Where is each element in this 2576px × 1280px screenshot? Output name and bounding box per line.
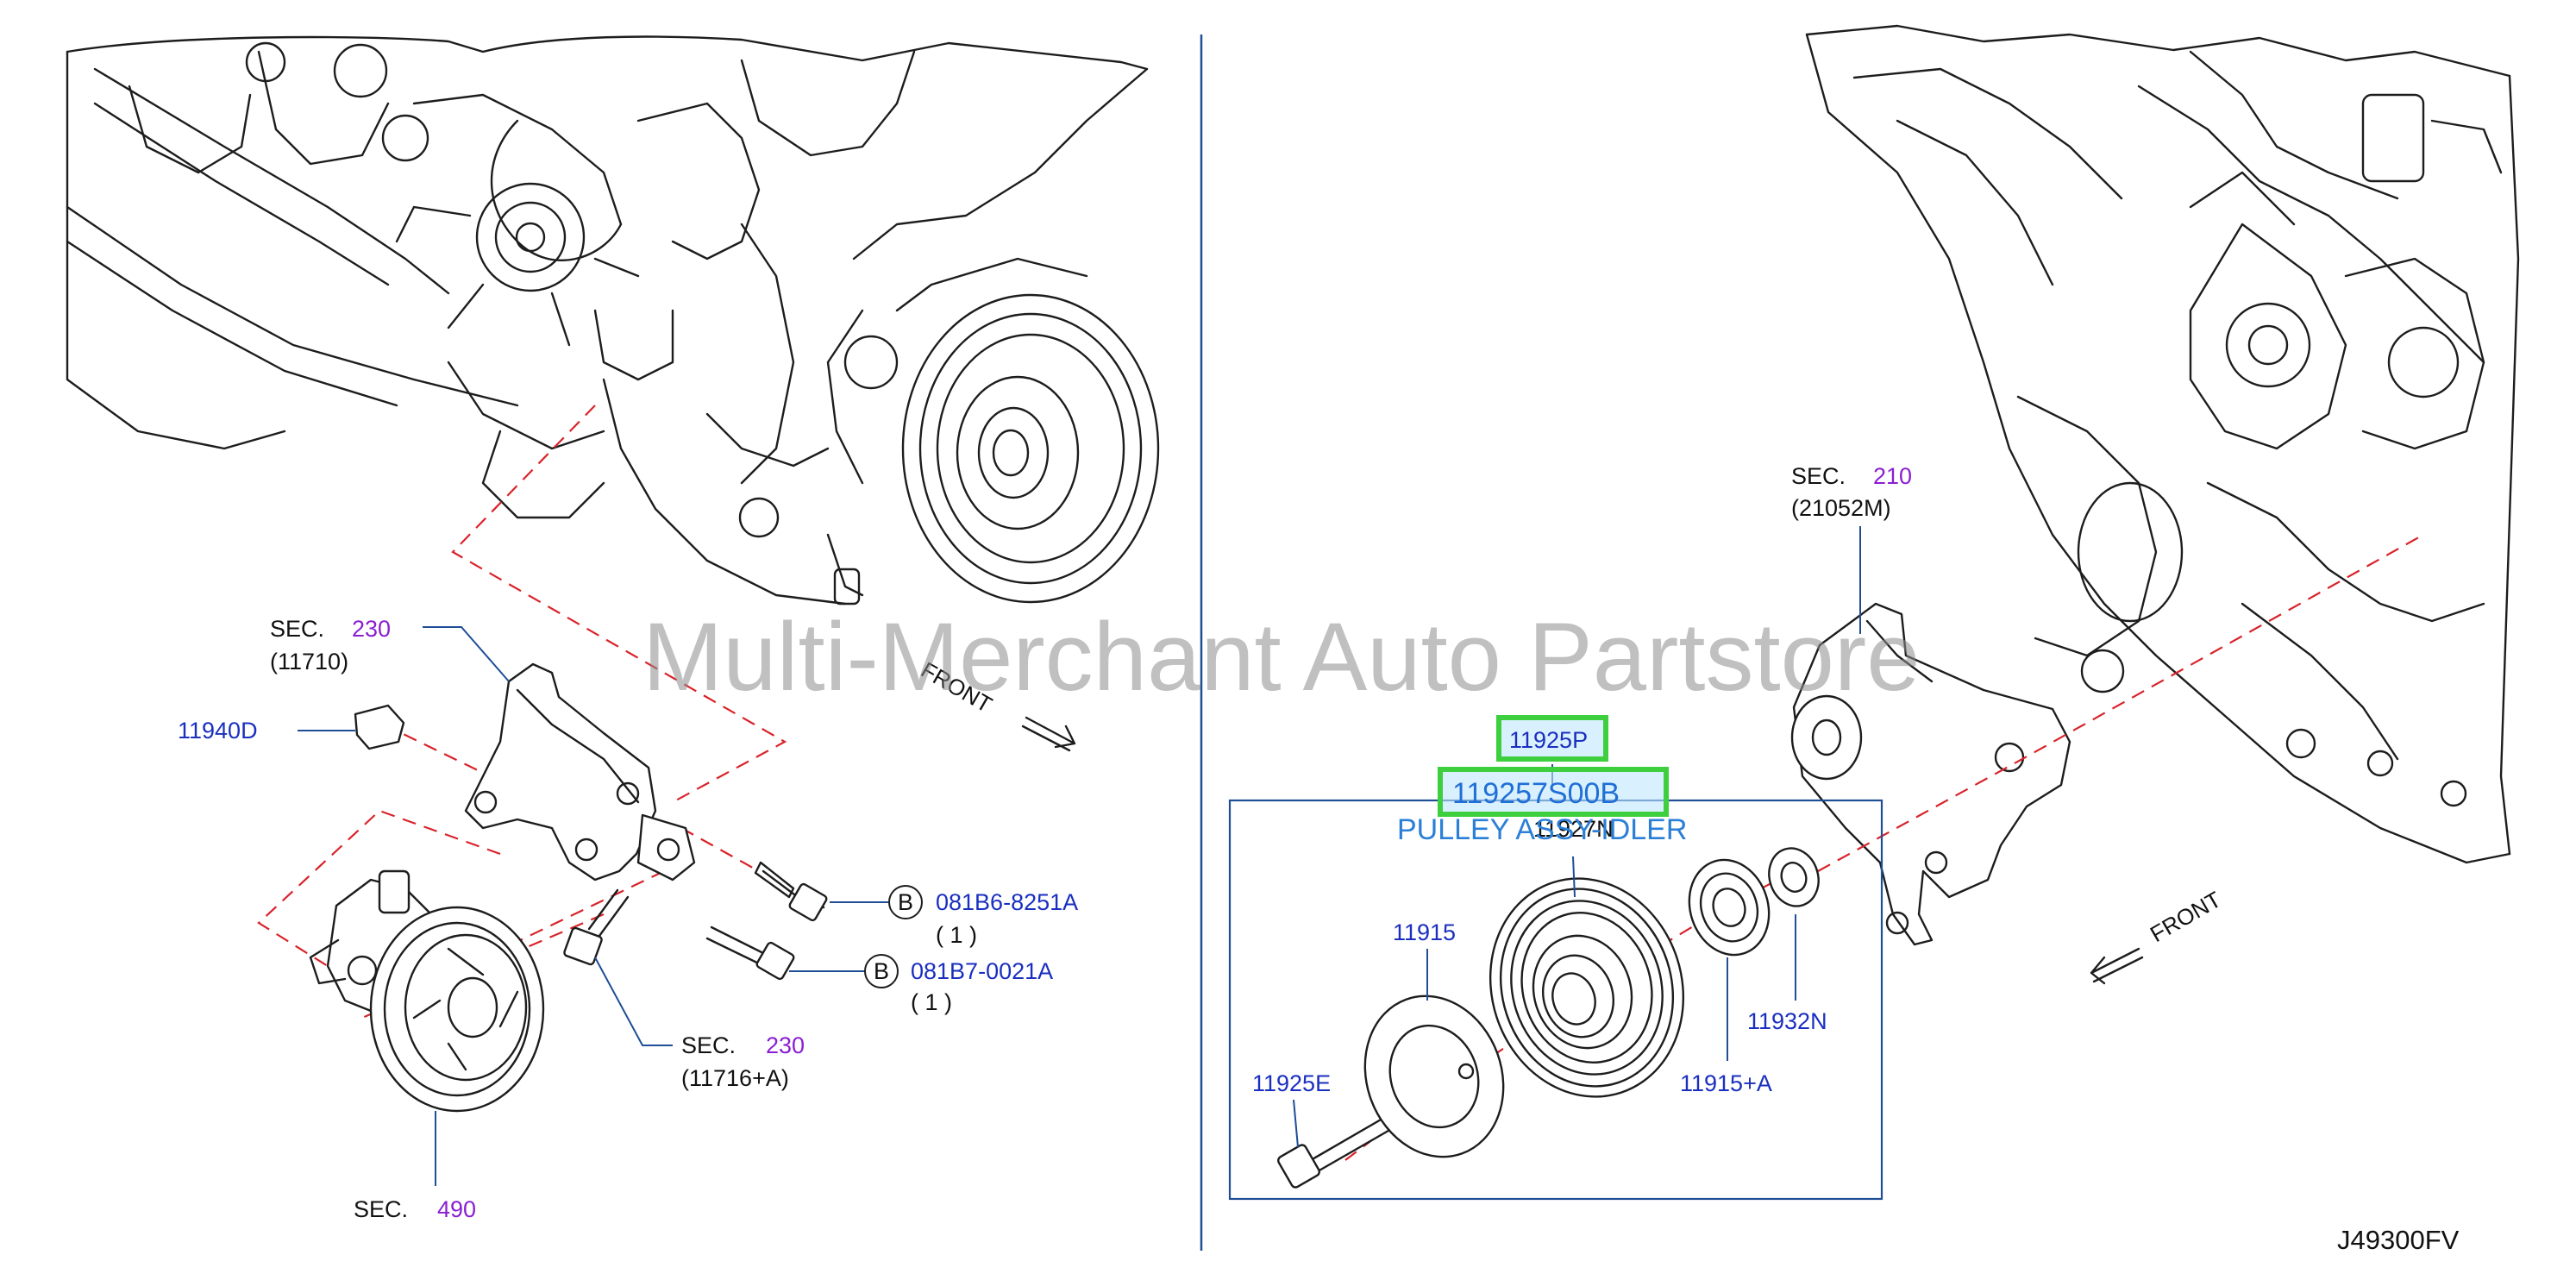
svg-text:SEC.: SEC.	[270, 616, 324, 642]
svg-text:SEC.: SEC.	[1791, 463, 1846, 489]
label-11932N: 11932N	[1747, 1008, 1827, 1034]
svg-text:490: 490	[437, 1196, 476, 1222]
right-dashed-guide	[1817, 534, 2424, 872]
label-sec230-bottom: SEC. 230 (11716+A)	[681, 1032, 805, 1091]
label-sec210: SEC. 210 (21052M)	[1791, 463, 1912, 521]
label-sec490: SEC. 490	[354, 1196, 476, 1222]
svg-text:B: B	[874, 958, 889, 984]
svg-text:SEC.: SEC.	[681, 1032, 736, 1058]
svg-text:(21052M): (21052M)	[1791, 495, 1891, 521]
svg-text:230: 230	[352, 616, 391, 642]
label-11925E: 11925E	[1252, 1070, 1331, 1096]
power-steering-pump	[309, 869, 545, 1113]
svg-text:FRONT: FRONT	[2146, 886, 2226, 947]
svg-text:11925P: 11925P	[1509, 727, 1588, 753]
svg-text:( 1 ): ( 1 )	[911, 989, 952, 1015]
bolt-081B6	[754, 861, 828, 922]
right-engine-drawing	[1805, 24, 2520, 864]
diagram-code: J49300FV	[2337, 1225, 2460, 1255]
bolt-sec230	[563, 888, 630, 966]
svg-text:B: B	[898, 889, 913, 915]
svg-text:081B7-0021A: 081B7-0021A	[911, 958, 1053, 984]
front-arrow-right: FRONT	[2090, 886, 2226, 985]
label-11927N: 11927N	[1533, 816, 1614, 842]
label-11915A: 11915+A	[1680, 1070, 1772, 1096]
label-bolt-081B6: B 081B6-8251A ( 1 )	[888, 885, 1078, 948]
idler-pulley-parts	[1277, 847, 1820, 1189]
label-sec230-top: SEC. 230 (11710)	[270, 616, 391, 675]
label-11915: 11915	[1393, 919, 1456, 945]
pump-bracket	[464, 662, 696, 882]
watermark: Multi-Merchant Auto Partstore	[642, 603, 1920, 711]
svg-text:(11716+A): (11716+A)	[681, 1065, 789, 1091]
clip-11940D	[354, 704, 405, 750]
highlight-119257S00B: 119257S00B	[1438, 767, 1669, 817]
svg-text:( 1 ): ( 1 )	[936, 922, 977, 948]
highlight-11925P: 11925P	[1496, 715, 1608, 762]
svg-text:SEC.: SEC.	[354, 1196, 408, 1222]
svg-text:230: 230	[766, 1032, 805, 1058]
label-bolt-081B7: B 081B7-0021A ( 1 )	[864, 954, 1053, 1015]
pulley-group-title: PULLEY ASSY-IDLER	[1397, 813, 1687, 846]
svg-text:119257S00B: 119257S00B	[1452, 777, 1620, 810]
left-engine-drawing	[66, 35, 1160, 605]
idler-bracket	[1790, 602, 2071, 946]
left-leader-lines	[298, 626, 888, 1186]
bolt-081B7	[705, 925, 795, 981]
label-11940D: 11940D	[178, 718, 258, 744]
svg-text:(11710): (11710)	[270, 649, 348, 675]
svg-text:210: 210	[1873, 463, 1912, 489]
svg-text:081B6-8251A: 081B6-8251A	[936, 889, 1078, 915]
